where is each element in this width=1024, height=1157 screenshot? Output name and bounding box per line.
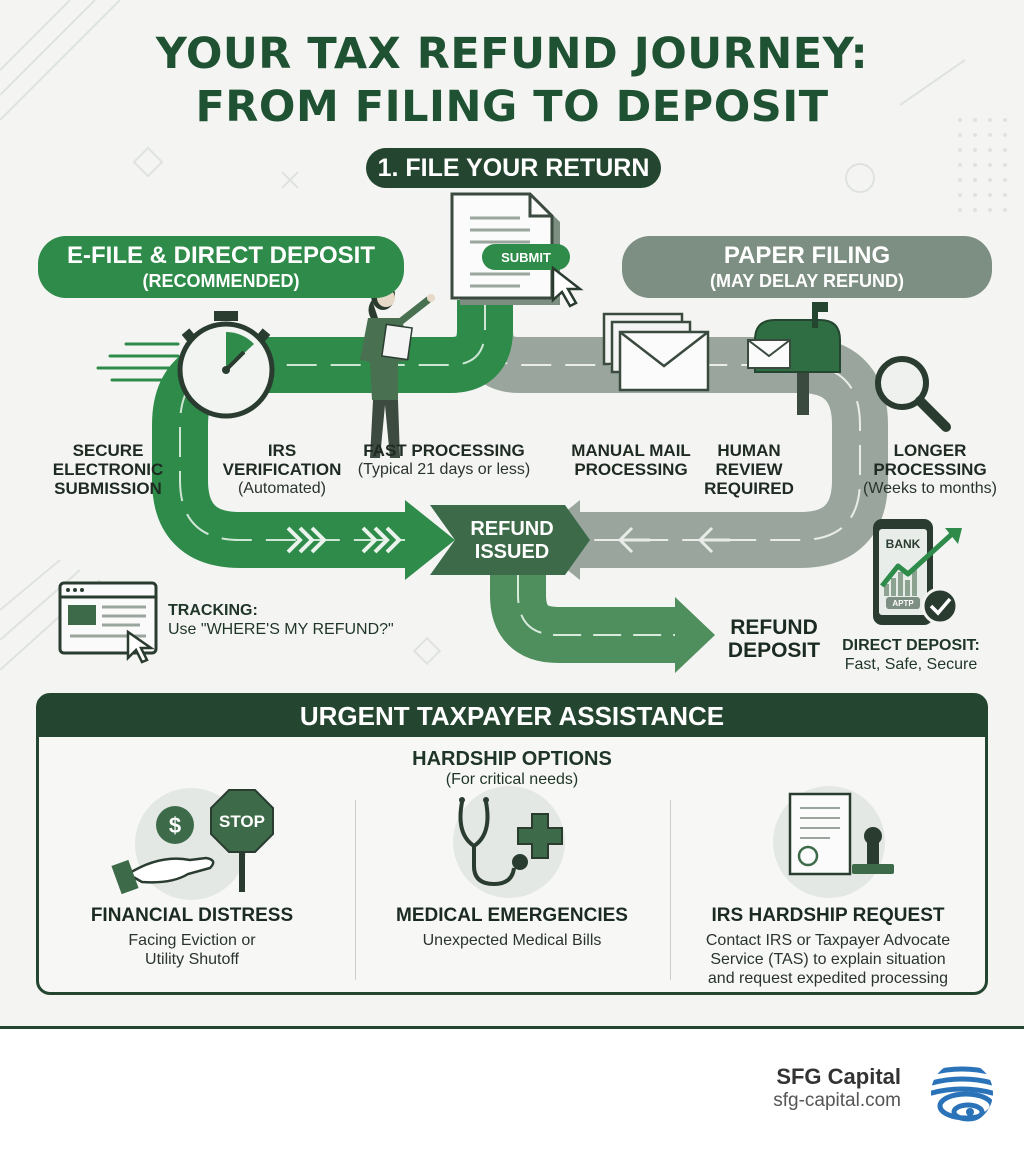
assistance-icons: $ STOP (111, 786, 894, 900)
bank-phone-tag: APTP (892, 599, 914, 608)
brand-url[interactable]: sfg-capital.com (773, 1090, 901, 1111)
hardship-options-title: HARDSHIP OPTIONS (412, 748, 612, 770)
stop-sign-icon: STOP (210, 789, 274, 892)
hand-coin-icon: $ (111, 806, 215, 895)
deposit-path (490, 575, 680, 663)
flow-diagram: SUBMIT BANK (58, 192, 962, 673)
paper-subtitle: (MAY DELAY REFUND) (709, 271, 905, 291)
background-decor (0, 0, 1007, 671)
hardship-options: HARDSHIP OPTIONS (For critical needs) (312, 748, 712, 790)
medical-emergencies-title: MEDICAL EMERGENCIES (396, 905, 628, 926)
stop-sign-text: STOP (219, 812, 265, 831)
efile-path-arrowhead (405, 500, 455, 580)
tracking-info: TRACKING: Use "WHERE'S MY REFUND?" (168, 601, 428, 639)
brand-name: SFG Capital (776, 1064, 901, 1089)
financial-distress-title: FINANCIAL DISTRESS (90, 905, 294, 926)
paper-title: PAPER FILING (723, 242, 891, 269)
irs-hardship-title: IRS HARDSHIP REQUEST (711, 905, 945, 926)
efile-subtitle: (RECOMMENDED) (142, 271, 300, 291)
stethoscope-icon (458, 797, 516, 887)
direct-deposit-info: DIRECT DEPOSIT: Fast, Safe, Secure (836, 636, 986, 674)
irs-hardship-column: IRS HARDSHIP REQUEST Contact IRS or Taxp… (680, 905, 976, 988)
assistance-heading: URGENT TAXPAYER ASSISTANCE (38, 695, 986, 737)
tracking-browser-icon (58, 581, 158, 664)
hardship-options-sub: (For critical needs) (445, 771, 579, 788)
envelopes-icon (602, 312, 710, 392)
efile-direct-deposit-pill: E-FILE & DIRECT DEPOSIT (RECOMMENDED) (38, 236, 404, 298)
paper-path-chevrons (617, 526, 730, 554)
submit-button-icon: SUBMIT (482, 244, 570, 270)
document-stamp-icon (788, 792, 894, 876)
efile-title: E-FILE & DIRECT DEPOSIT (66, 242, 375, 269)
bank-phone-icon: BANK APTP (873, 519, 962, 625)
tracking-title: TRACKING: (168, 602, 258, 619)
column-divider-2 (670, 800, 671, 980)
cursor-icon (551, 265, 584, 308)
deposit-arrowhead (675, 597, 715, 673)
paper-filing-pill: PAPER FILING (MAY DELAY REFUND) (622, 236, 992, 298)
direct-deposit-title: DIRECT DEPOSIT: (842, 637, 980, 654)
brand-block: SFG Capital sfg-capital.com (773, 1064, 901, 1112)
tracking-text: Use "WHERE'S MY REFUND?" (168, 621, 394, 638)
title-line-1: YOUR TAX REFUND JOURNEY: (155, 29, 869, 79)
footer (0, 1026, 1024, 1157)
mailbox-icon (747, 302, 841, 415)
medical-cross-icon (512, 813, 563, 870)
speed-lines-icon (96, 342, 180, 382)
page-title: YOUR TAX REFUND JOURNEY: FROM FILING TO … (0, 28, 1024, 134)
title-line-2: FROM FILING TO DEPOSIT (195, 82, 829, 132)
column-divider-1 (355, 800, 356, 980)
label-fast-processing: FAST PROCESSING (Typical 21 days or less… (357, 441, 531, 478)
step-file-return-pill: 1. FILE YOUR RETURN (366, 148, 661, 188)
dollar-sign-text: $ (169, 813, 181, 838)
stopwatch-icon (177, 311, 275, 419)
bank-screen-label: BANK (886, 537, 921, 551)
medical-emergencies-column: MEDICAL EMERGENCIES Unexpected Medical B… (372, 905, 652, 950)
refund-issued-hub (430, 505, 590, 575)
direct-deposit-text: Fast, Safe, Secure (844, 656, 978, 673)
submit-label: SUBMIT (501, 250, 551, 265)
efile-path-chevrons (286, 526, 402, 554)
magnifier-icon (875, 356, 951, 432)
brand-logo-icon (931, 1066, 993, 1122)
financial-distress-column: FINANCIAL DISTRESS Facing Eviction or Ut… (60, 905, 324, 969)
